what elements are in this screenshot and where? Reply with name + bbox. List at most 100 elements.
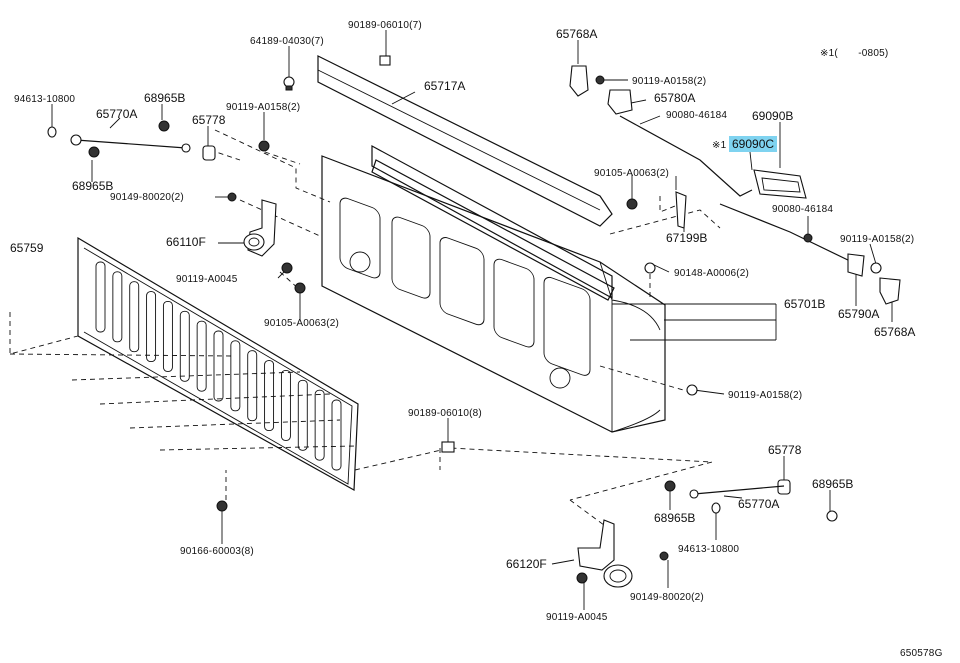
screw-90149-80020-right-icon (659, 551, 669, 561)
handle-69090B-icon (753, 169, 807, 199)
rod-90080-46184-a-icon (619, 115, 753, 197)
latch-65768A-bottom-icon (879, 277, 901, 305)
hinge-66120F-icon (577, 519, 633, 588)
label-66110F: 66110F (166, 235, 206, 249)
bolt-90119-A0158-top-icon (595, 75, 605, 85)
panel-rib (162, 300, 173, 372)
top-rail-65717A (317, 55, 615, 301)
panel-rib (247, 350, 258, 422)
bolt-90080-46184-b-icon (803, 233, 813, 243)
stopper-65778-right-icon (777, 479, 791, 495)
label-90080-46184-b: 90080-46184 (772, 204, 833, 215)
label-69090C: 69090C (732, 137, 774, 151)
label-90119-A0158-2-b: 90119-A0158(2) (632, 76, 706, 87)
label-90149-80020-2-b: 90149-80020(2) (630, 592, 704, 603)
panel-rib (331, 399, 342, 471)
label-65768A-bottom: 65768A (874, 325, 915, 339)
label-94613-10800-a: 94613-10800 (14, 94, 75, 105)
panel-rib (297, 379, 308, 451)
panel-rib (112, 271, 123, 343)
panel-rib (146, 291, 157, 363)
rod-90080-46184-b-icon (719, 203, 853, 263)
bolt-64189-04030-icon (283, 76, 295, 91)
bracket-65790A-icon (847, 253, 865, 277)
panel-rib (179, 310, 190, 382)
clip-90189-06010-8-icon (441, 441, 455, 453)
panel-rib (95, 261, 106, 333)
panel-rib (280, 369, 291, 441)
label-65790A: 65790A (838, 307, 879, 321)
label-90149-80020-2-a: 90149-80020(2) (110, 192, 184, 203)
bolt-90119-A0045-left-icon (281, 262, 293, 274)
label-94613-10800-b: 94613-10800 (678, 544, 739, 555)
label-90119-A0158-2-a: 90119-A0158(2) (226, 102, 300, 113)
bracket-65780A-icon (607, 89, 633, 115)
clip-90189-06010-icon (379, 55, 391, 66)
washer-94613-left-icon (47, 126, 57, 138)
bolt-68965B-b-icon (88, 146, 100, 158)
label-65701B: 65701B (784, 297, 825, 311)
hinge-66110F-icon (243, 199, 277, 257)
label-65778-b: 65778 (768, 443, 802, 457)
label-90119-A0158-2-c: 90119-A0158(2) (840, 234, 914, 245)
screw-90166-60003-icon (216, 500, 228, 512)
footnote-mark: ※1( -0805) (820, 48, 888, 59)
inner-panel-65759 (77, 236, 359, 491)
latch-65768A-top-icon (569, 65, 589, 97)
panel-rib (230, 340, 241, 412)
bracket-67199B-icon (675, 191, 687, 229)
bolt-90119-A0158-mid-icon (686, 384, 698, 396)
label-90119-A0045-a: 90119-A0045 (176, 274, 238, 285)
label-90080-46184-a: 90080-46184 (666, 110, 727, 121)
cable-65770A-right-icon (689, 485, 785, 499)
panel-rib (314, 389, 325, 461)
label-90166-60003-8: 90166-60003(8) (180, 546, 254, 557)
label-68965B-b: 68965B (72, 179, 113, 193)
label-65717A: 65717A (424, 79, 465, 93)
tailgate-panel-65701B (321, 155, 666, 433)
bolt-90119-A0158-right-icon (870, 262, 882, 274)
bolt-68965B-a-icon (158, 120, 170, 132)
label-65770A-a: 65770A (96, 107, 137, 121)
bolt-90105-A0063-right-icon (626, 198, 638, 210)
label-mark1: ※1 (712, 140, 727, 151)
panel-rib (196, 320, 207, 392)
label-90189-06010-7: 90189-06010(7) (348, 20, 422, 31)
label-90148-A0006-2: 90148-A0006(2) (674, 268, 749, 279)
highlight-69090C (729, 136, 777, 152)
small-parts (47, 55, 901, 588)
label-68965B-c: 68965B (812, 477, 853, 491)
bolt-90119-A0158-left-icon (258, 140, 270, 152)
stopper-65778-left-icon (202, 145, 216, 161)
bolt-68965B-c-icon (664, 480, 676, 492)
bolt-68965B-d-icon (826, 510, 838, 522)
label-68965B-d: 68965B (654, 511, 695, 525)
cable-65770A-left-icon (70, 134, 191, 153)
label-65770A-b: 65770A (738, 497, 779, 511)
label-69090B: 69090B (752, 109, 793, 123)
bolt-90119-A0045-right-icon (576, 572, 588, 584)
screw-90149-80020-icon (227, 192, 237, 202)
bolt-90105-A0063-left-icon (294, 282, 306, 294)
label-90189-06010-8: 90189-06010(8) (408, 408, 482, 419)
diagram-code: 650578G (900, 648, 943, 659)
label-65778-a: 65778 (192, 113, 226, 127)
label-64189-04030-7: 64189-04030(7) (250, 36, 324, 47)
washer-94613-right-icon (711, 502, 721, 514)
panel-rib (213, 330, 224, 402)
label-67199B: 67199B (666, 231, 707, 245)
panel-rib (129, 281, 140, 353)
label-90105-A0063-2-a: 90105-A0063(2) (264, 318, 339, 329)
label-65768A-top: 65768A (556, 27, 597, 41)
assembly-dash-lines (9, 129, 721, 529)
clip-90148-A0006-icon (644, 262, 656, 274)
part-labels: ※1( -0805) 90189-06010(7) 64189-04030(7)… (10, 20, 943, 659)
label-66120F: 66120F (506, 557, 547, 571)
label-90105-A0063-2-b: 90105-A0063(2) (594, 168, 669, 179)
label-65780A: 65780A (654, 91, 695, 105)
label-90119-A0158-2-d: 90119-A0158(2) (728, 390, 802, 401)
label-65759: 65759 (10, 241, 44, 255)
label-90119-A0045-b: 90119-A0045 (546, 612, 608, 623)
label-68965B-a: 68965B (144, 91, 185, 105)
